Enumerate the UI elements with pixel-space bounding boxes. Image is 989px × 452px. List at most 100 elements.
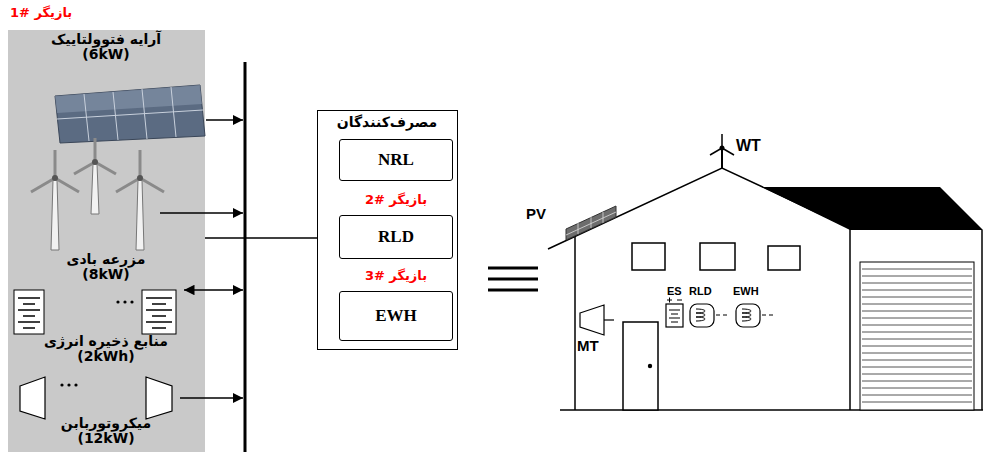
turbine-blade (94, 138, 97, 162)
house-battery-plates (669, 310, 680, 322)
wind-farm-picture (31, 138, 164, 250)
roof-pv-panel (566, 206, 616, 240)
turbine-tower (91, 164, 99, 214)
label-slot: RLD (689, 285, 712, 297)
ellipsis-dot (74, 383, 77, 386)
house-wall (574, 236, 576, 410)
part-label: ES (667, 285, 682, 297)
pv-array-highlight (55, 85, 202, 113)
consumer-group: مصرف‌کنندگانNRLبازیگر #2RLDبازیگر #3EWH (317, 110, 458, 350)
pv-grid-line (57, 110, 203, 119)
power-bus (244, 62, 247, 452)
actor-title: بازیگر #1 (10, 5, 72, 20)
battery-plate (152, 315, 166, 317)
part-label: RLD (689, 285, 712, 297)
part-label: PV (526, 205, 546, 222)
label-slot: بازیگر #2 (340, 192, 452, 208)
garage-roof (762, 187, 983, 230)
turbine-blade (139, 150, 142, 178)
garage-door (860, 262, 974, 410)
ewh-coil (742, 309, 751, 321)
label-slot: آرایه فتوولتاییک (6kW) (26, 32, 186, 63)
label-slot: منابع ذخیره انرژی (2kWh) (26, 334, 186, 365)
ellipsis-dot (130, 300, 133, 303)
ellipsis-dot (67, 383, 70, 386)
equivalence-bar (488, 267, 538, 270)
label-slot: بازیگر #3 (340, 268, 452, 284)
equivalence-sign (488, 268, 538, 290)
source-arrow (180, 397, 243, 399)
storage-picture (14, 290, 176, 334)
actor-panel: بازیگر #1آرایه فتوولتاییک (6kW)مزرعه باد… (8, 30, 205, 452)
turbine-blade (140, 178, 164, 192)
source-label: آرایه فتوولتاییک (6kW) (51, 31, 161, 62)
window (768, 246, 800, 270)
label-slot: ES (667, 285, 682, 297)
load-name: RLD (378, 227, 414, 247)
garage-wall (981, 230, 983, 410)
label-slot: EWH (733, 285, 759, 297)
actor-panel-fill (8, 30, 205, 452)
battery-plate (18, 309, 40, 311)
house-picture (548, 134, 983, 410)
pv-array-picture (55, 85, 205, 143)
part-label: WT (736, 137, 761, 154)
label-slot: مزرعه بادی (8kW) (51, 252, 161, 283)
ellipsis-dot (123, 300, 126, 303)
source-label: مزرعه بادی (8kW) (67, 251, 146, 282)
turbine-tower (136, 180, 144, 250)
source-arrow (206, 119, 243, 121)
house-microturbine-shaft (604, 319, 614, 320)
turbine-hub (92, 159, 98, 165)
part-label: MT (577, 337, 599, 354)
turbine-tower (51, 180, 59, 250)
battery-plate (23, 327, 35, 329)
load-name: NRL (378, 150, 414, 170)
part-label: EWH (733, 285, 759, 297)
equivalence-bar (488, 289, 538, 292)
microturbine-picture (20, 377, 172, 419)
turbine-blade (95, 162, 116, 174)
door-knob (648, 364, 652, 368)
label-slot: WT (736, 137, 761, 155)
house-battery-symbol (666, 304, 683, 327)
label-slot: MT (577, 338, 599, 355)
window (700, 243, 735, 270)
load-name: EWH (375, 306, 417, 326)
actor-title: بازیگر #2 (365, 192, 427, 207)
ellipsis-dot (116, 300, 119, 303)
rld-coil (696, 309, 705, 321)
ewh-tank-symbol (736, 304, 760, 327)
label-slot: میکروتوربابن (12kW) (41, 416, 171, 447)
house-roof (548, 168, 850, 249)
battery-symbol (14, 290, 44, 334)
turbine-hub (137, 175, 143, 181)
turbine-blade (116, 178, 140, 192)
rld-tank-symbol (690, 304, 714, 327)
pv-array-body (55, 85, 205, 143)
load-box: بازیگر #2RLD (339, 215, 453, 259)
group-title: مصرف‌کنندگان (337, 114, 437, 130)
dash-marks (716, 315, 727, 316)
battery-plate (18, 297, 40, 299)
turbine-blade (74, 162, 95, 174)
roof-turbine-hub (720, 146, 725, 151)
battery-plate (23, 303, 35, 305)
battery-plate (146, 321, 172, 323)
storage-arrow (184, 289, 243, 291)
battery-polarity-marks (667, 298, 682, 303)
door (623, 322, 658, 410)
source-label: منابع ذخیره انرژی (2kWh) (44, 333, 168, 364)
label-slot: PV (526, 206, 546, 223)
load-box: بازیگر #3EWH (339, 291, 453, 341)
house-wall (849, 228, 851, 410)
battery-symbol (142, 290, 176, 334)
load-box: NRL (339, 139, 453, 181)
microturbine-symbol (20, 377, 45, 419)
battery-plate (18, 321, 40, 323)
bus-connector (205, 237, 317, 239)
battery-plate (152, 327, 166, 329)
roof-turbine-tower (721, 150, 723, 168)
turbine-blade (55, 178, 79, 192)
